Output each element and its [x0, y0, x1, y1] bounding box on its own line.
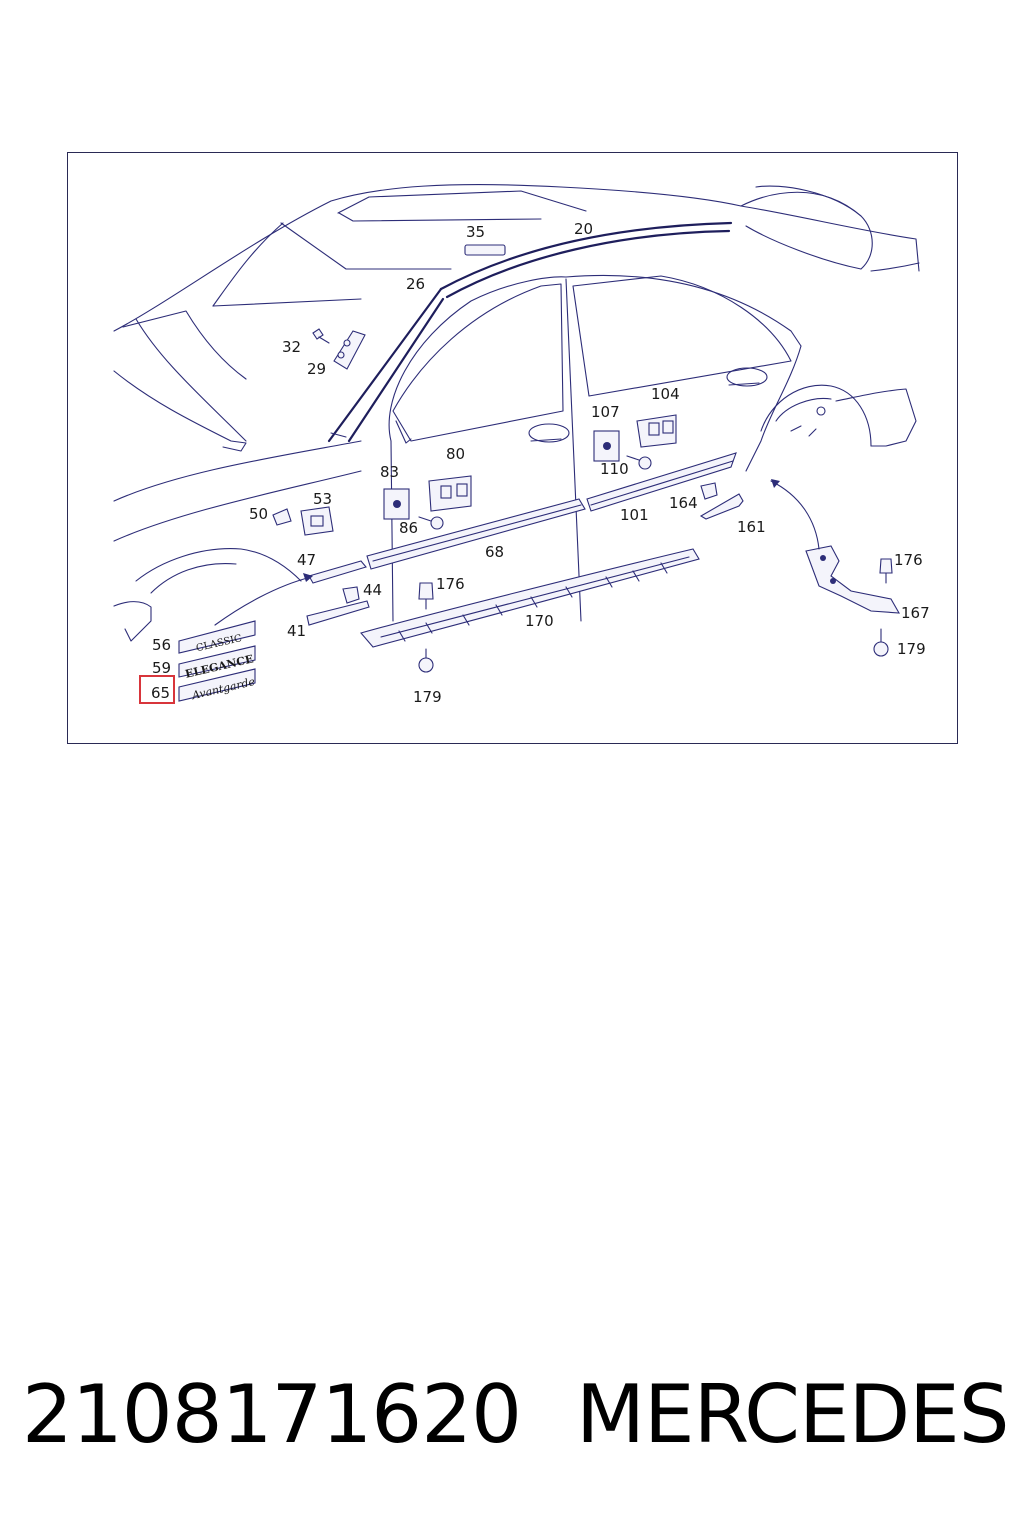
label-110[interactable]: 110 [600, 460, 629, 478]
label-47[interactable]: 47 [297, 551, 316, 569]
label-29[interactable]: 29 [307, 360, 326, 378]
car-side-drawing: CLASSIC ELEGANCE Avantgarde 20 26 29 32 … [113, 183, 930, 706]
label-170[interactable]: 170 [525, 612, 554, 630]
label-53[interactable]: 53 [313, 490, 332, 508]
label-179-left[interactable]: 179 [413, 688, 442, 706]
label-68[interactable]: 68 [485, 543, 504, 561]
label-104[interactable]: 104 [651, 385, 680, 403]
label-26[interactable]: 26 [406, 275, 425, 293]
label-86[interactable]: 86 [399, 519, 418, 537]
label-179-right[interactable]: 179 [897, 640, 926, 658]
label-101[interactable]: 101 [620, 506, 649, 524]
label-20[interactable]: 20 [574, 220, 593, 238]
label-59[interactable]: 59 [152, 659, 171, 677]
part-number: 2108171620 [22, 1368, 522, 1461]
label-80[interactable]: 80 [446, 445, 465, 463]
label-41[interactable]: 41 [287, 622, 306, 640]
label-65[interactable]: 65 [151, 684, 170, 702]
label-50[interactable]: 50 [249, 505, 268, 523]
label-167[interactable]: 167 [901, 604, 930, 622]
brand-name: MERCEDES [576, 1368, 1010, 1461]
label-107[interactable]: 107 [591, 403, 620, 421]
label-164[interactable]: 164 [669, 494, 698, 512]
footer: 2108171620 MERCEDES [0, 1368, 1024, 1468]
label-161[interactable]: 161 [737, 518, 766, 536]
label-56[interactable]: 56 [152, 636, 171, 654]
label-32[interactable]: 32 [282, 338, 301, 356]
label-35[interactable]: 35 [466, 223, 485, 241]
parts-diagram: CLASSIC ELEGANCE Avantgarde 20 26 29 32 … [67, 152, 958, 744]
label-83[interactable]: 83 [380, 463, 399, 481]
highlighted-part-marker [139, 675, 175, 704]
label-176-right[interactable]: 176 [894, 551, 923, 569]
label-44[interactable]: 44 [363, 581, 382, 599]
label-176-left[interactable]: 176 [436, 575, 465, 593]
